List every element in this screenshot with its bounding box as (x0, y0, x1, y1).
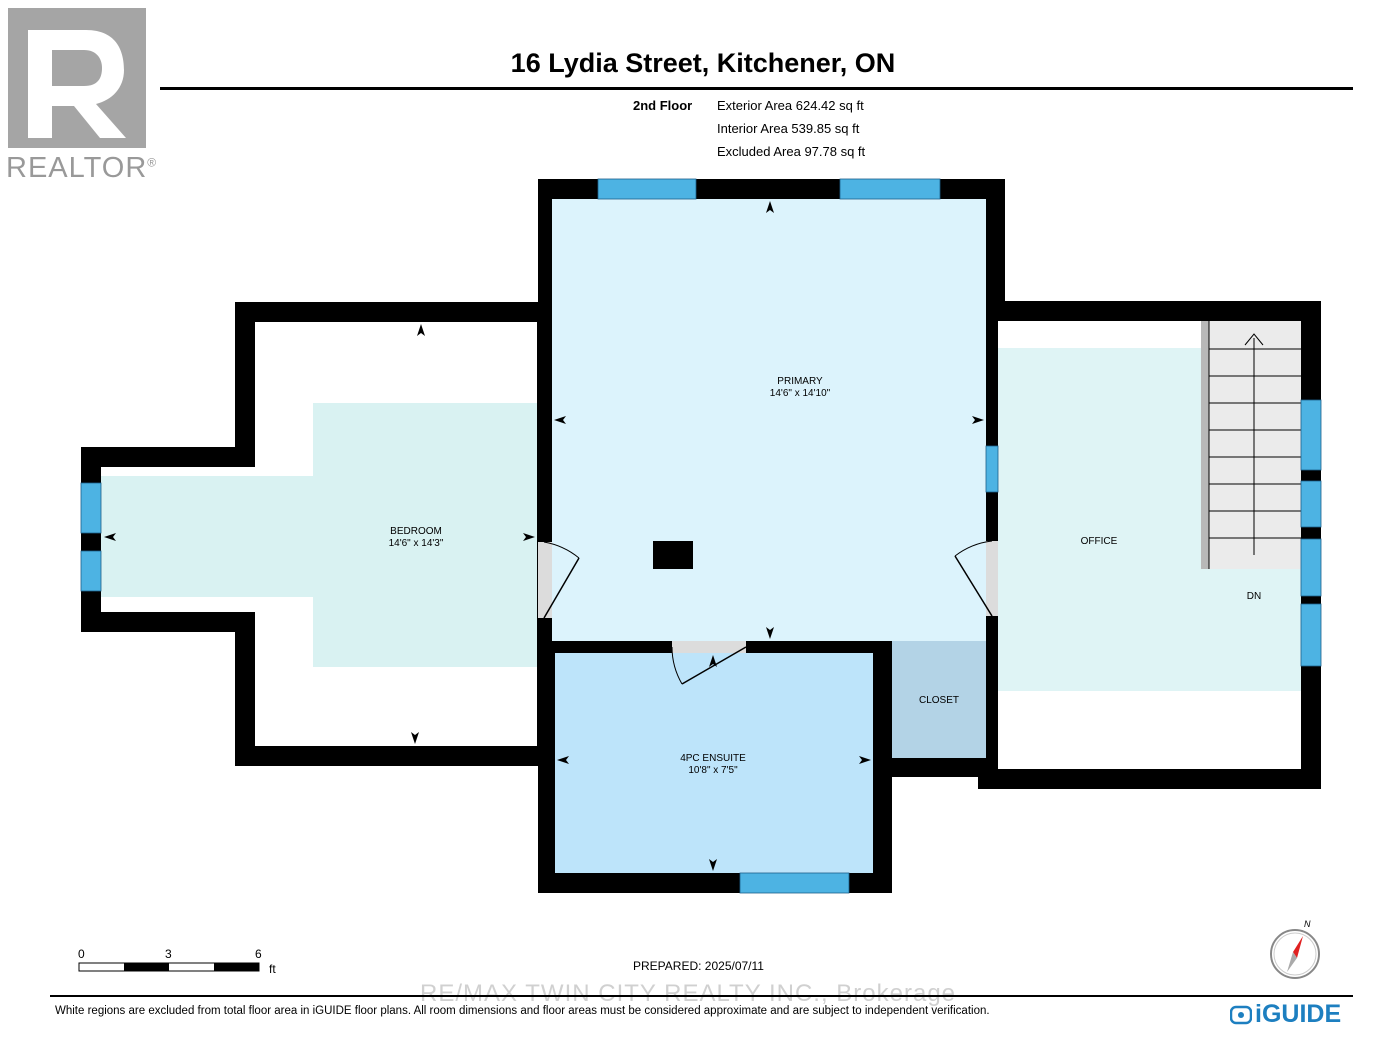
header-divider (160, 87, 1353, 90)
bedroom-label: BEDROOM (390, 526, 442, 537)
brokerage-watermark: RE/MAX TWIN CITY REALTY INC., Brokerage (420, 980, 957, 1007)
prepared-date: PREPARED: 2025/07/11 (633, 959, 764, 973)
exterior-area: Exterior Area 624.42 sq ft (717, 98, 864, 113)
scale-bar: 0 3 6 ft (78, 947, 276, 976)
interior-area: Interior Area 539.85 sq ft (717, 121, 860, 136)
scale-tick-3: 3 (165, 947, 172, 961)
closet-label: CLOSET (919, 695, 959, 706)
page-title: 16 Lydia Street, Kitchener, ON (510, 48, 896, 78)
ensuite-room (538, 641, 892, 893)
bedroom-room (81, 302, 548, 766)
scale-unit: ft (269, 962, 276, 976)
primary-floor (552, 199, 986, 641)
excluded-area: Excluded Area 97.78 sq ft (717, 144, 866, 159)
staircase (1201, 321, 1301, 569)
floor-label: 2nd Floor (633, 98, 693, 113)
realtor-r-logo-icon (8, 8, 146, 148)
iguide-wordmark: iGUIDE (1255, 1000, 1342, 1028)
dimension-arrows (104, 201, 984, 871)
footer-divider (50, 995, 1353, 997)
iguide-icon (1230, 1005, 1252, 1024)
bedroom-floor (101, 403, 537, 667)
iguide-logo: iGUIDE (1230, 1000, 1341, 1029)
scale-tick-6: 6 (255, 947, 262, 961)
bedroom-dims: 14'6" x 14'3" (389, 538, 444, 549)
doors (538, 540, 998, 685)
compass-north-label: N (1304, 919, 1311, 929)
primary-dims: 14'6" x 14'10" (770, 388, 831, 399)
fixture-block (653, 541, 693, 569)
disclaimer-text: White regions are excluded from total fl… (55, 1005, 990, 1017)
office-label: OFFICE (1081, 536, 1118, 547)
windows (80, 178, 1322, 894)
scale-tick-0: 0 (78, 947, 85, 961)
realtor-wordmark: REALTOR® (6, 152, 158, 184)
stairs-down-label: DN (1247, 591, 1261, 602)
compass-icon: N (1270, 919, 1320, 979)
ensuite-dims: 10'8" x 7'5" (688, 765, 738, 776)
closet-floor (892, 641, 986, 758)
primary-room (538, 179, 1005, 653)
ensuite-label: 4PC ENSUITE (680, 753, 746, 764)
ensuite-floor (555, 653, 873, 873)
closet-room (880, 641, 998, 777)
primary-label: PRIMARY (777, 376, 823, 387)
